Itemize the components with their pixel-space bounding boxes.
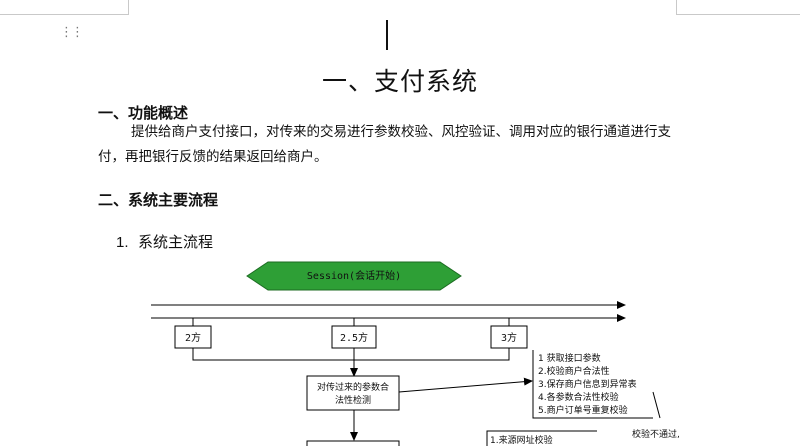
list-item-label: 系统主流程: [138, 233, 214, 251]
next-step-box: [306, 440, 400, 446]
flowchart-start-node: Session(会话开始): [246, 261, 462, 291]
box-2-party: 2方: [174, 325, 212, 349]
param-check-line2: 法性检测: [335, 394, 371, 406]
list-number: 1.: [116, 234, 129, 251]
arrow-to-steps: [398, 377, 533, 393]
param-check-line1: 对传过来的参数合: [317, 381, 389, 393]
page-corner-mark-left: [0, 0, 129, 15]
box-2-5-label: 2.5方: [340, 331, 368, 344]
merge-line: [192, 348, 510, 361]
page-corner-mark-right: [676, 0, 800, 15]
source-check-box: 1.来源网址校验: [486, 430, 597, 446]
validation-steps-box: 1 获取接口参数 2.校验商户合法性 3.保存商户信息到异常表 4.各参数合法性…: [532, 350, 653, 419]
step-4: 4.各参数合法性校验: [538, 391, 619, 403]
list-item-main-flow[interactable]: 1. 系统主流程: [116, 231, 213, 252]
step-5: 5.商户订单号重复校验: [538, 404, 628, 416]
fail-note: 校验不通过,: [632, 428, 680, 440]
section-heading-overview[interactable]: 一、功能概述: [98, 104, 189, 122]
overview-paragraph[interactable]: 提供给商户支付接口，对传来的交易进行参数校验、风控验证、调用对应的银行通道进行支…: [98, 124, 671, 165]
section-heading-flow[interactable]: 二、系统主要流程: [98, 191, 219, 209]
box-3-party: 3方: [490, 325, 528, 349]
step-1: 1 获取接口参数: [538, 352, 601, 364]
step-2: 2.校验商户合法性: [538, 365, 610, 377]
box-3-label: 3方: [501, 331, 517, 344]
start-node-label: Session(会话开始): [307, 269, 401, 282]
drag-handle-icon[interactable]: ⋮⋮: [60, 25, 84, 40]
document-title[interactable]: 一、支付系统: [321, 67, 478, 96]
step-3: 3.保存商户信息到异常表: [538, 378, 637, 390]
source-check-label: 1.来源网址校验: [490, 434, 553, 446]
box-2-5-party: 2.5方: [331, 325, 377, 349]
text-cursor: [386, 20, 388, 50]
param-check-box: 对传过来的参数合 法性检测: [306, 375, 400, 411]
fail-connector: [652, 391, 661, 419]
box-2-label: 2方: [185, 331, 201, 344]
